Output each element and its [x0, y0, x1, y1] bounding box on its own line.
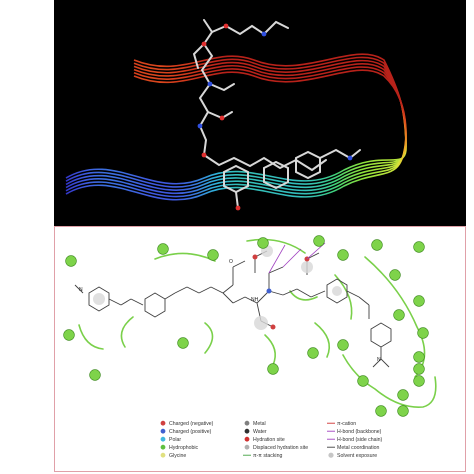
atom-nitrogen-left: N [79, 287, 83, 293]
residue-hydrophobic [63, 329, 75, 341]
legend-sphere-icon [160, 436, 166, 442]
legend-label: Metal [253, 421, 266, 427]
residue-hydrophobic [413, 241, 425, 253]
residue-hydrophobic [337, 339, 349, 351]
charged-positive-atom [266, 288, 272, 294]
legend-sphere-icon [244, 428, 250, 434]
charged-negative-atom [270, 324, 276, 330]
legend-label: Charged (negative) [169, 421, 214, 427]
interaction-diagram-svg: N N NH O Charged (negative) Charged (posi… [63, 235, 437, 459]
residue-hydrophobic [413, 351, 425, 363]
ribbon-structure-svg [65, 19, 407, 211]
legend-sphere-icon [160, 420, 166, 426]
legend-label: Solvent exposure [337, 453, 377, 459]
legend-label: Hydrophobic [169, 445, 199, 451]
residue-hydrophobic [357, 375, 369, 387]
legend-label: Polar [169, 437, 181, 443]
residue-hydrophobic [375, 405, 387, 417]
legend-column-1: Charged (negative) Charged (positive) Pola… [160, 420, 214, 459]
legend-label: π-cation [337, 421, 356, 427]
residue-hydrophobic [257, 237, 269, 249]
ligand-interaction-panel: N N NH O Charged (negative) Charged (posi… [54, 226, 466, 472]
legend-sphere-icon [160, 452, 166, 458]
legend: Charged (negative) Charged (positive) Pola… [160, 420, 383, 459]
residue-hydrophobic [65, 255, 77, 267]
residue-hydrophobic [389, 269, 401, 281]
ribbon-strand [65, 53, 407, 185]
atom-nitrogen-right: N [377, 357, 381, 363]
residue-hydrophobic [267, 363, 279, 375]
residue-hydrophobic [393, 309, 405, 321]
legend-sphere-icon [160, 428, 166, 434]
residue-hydrophobic [371, 239, 383, 251]
residue-hydrophobic [397, 389, 409, 401]
legend-label: H-bond (side chain) [337, 437, 383, 443]
atom-oxygen: O [229, 259, 233, 265]
pocket-outline [78, 238, 437, 408]
legend-label: Glycine [169, 453, 186, 459]
legend-label: H-bond (backbone) [337, 429, 382, 435]
legend-sphere-icon [244, 436, 250, 442]
residue-hydrophobic [397, 405, 409, 417]
residue-hydrophobic [413, 363, 425, 375]
legend-label: Charged (positive) [169, 429, 212, 435]
legend-label: Metal coordination [337, 445, 380, 451]
residue-hydrophobic [157, 243, 169, 255]
residue-hydrophobic [337, 249, 349, 261]
residue-spheres [63, 235, 429, 417]
ribbon-strand [65, 69, 407, 201]
ribbon-strands [65, 53, 407, 201]
legend-sphere-icon [244, 420, 250, 426]
legend-label: Water [253, 429, 267, 435]
legend-label: Hydration site [253, 437, 285, 443]
ribbon-strand [65, 56, 407, 188]
residue-hydrophobic [413, 375, 425, 387]
residue-hydrophobic [89, 369, 101, 381]
atom-nh-center: NH [251, 297, 259, 303]
ligand-heteroatoms [197, 23, 353, 211]
residue-hydrophobic [313, 235, 325, 247]
legend-sphere-icon [244, 444, 250, 450]
residue-hydrophobic [307, 347, 319, 359]
residue-hydrophobic [177, 337, 189, 349]
legend-halo-icon [328, 452, 334, 458]
legend-sphere-icon [160, 444, 166, 450]
ribbon-3d-panel [54, 0, 466, 226]
residue-hydrophobic [413, 295, 425, 307]
residue-hydrophobic [417, 327, 429, 339]
residue-hydrophobic [207, 249, 219, 261]
legend-label: Displaced hydration site [253, 445, 308, 451]
legend-label: π-π stacking [253, 453, 282, 459]
charged-negative-atom [252, 254, 258, 260]
